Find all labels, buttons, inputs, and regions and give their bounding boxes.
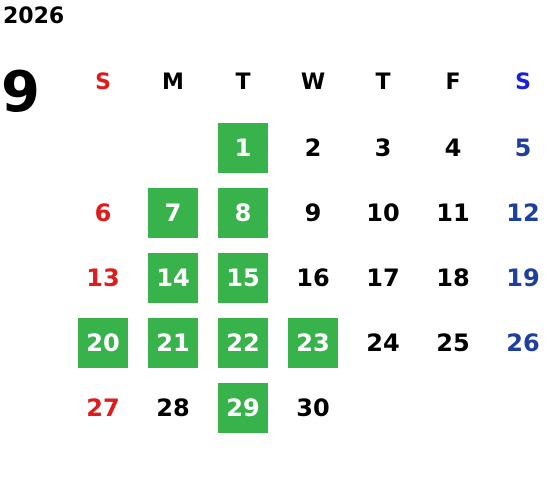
day-number: 13 <box>86 263 120 292</box>
weekday-header: W <box>300 70 326 95</box>
day-cell[interactable]: 13 <box>68 245 138 310</box>
day-cell-highlighted[interactable]: 29 <box>208 375 278 440</box>
day-number: 25 <box>436 328 470 357</box>
day-cell-highlighted[interactable]: 15 <box>208 245 278 310</box>
day-number: 30 <box>296 393 330 422</box>
day-cell[interactable]: 6 <box>68 180 138 245</box>
day-cell-highlighted[interactable]: 1 <box>208 115 278 180</box>
day-cell[interactable]: 25 <box>418 310 488 375</box>
day-number: 23 <box>288 317 338 368</box>
day-number: 6 <box>94 198 112 227</box>
day-number: 21 <box>148 317 198 368</box>
day-number: 29 <box>218 382 268 433</box>
day-cell[interactable]: 27 <box>68 375 138 440</box>
day-number: 4 <box>444 133 462 162</box>
day-cell-highlighted[interactable]: 20 <box>68 310 138 375</box>
day-number: 24 <box>366 328 400 357</box>
day-number: 1 <box>218 122 268 173</box>
day-number: 16 <box>296 263 330 292</box>
day-cell[interactable]: 4 <box>418 115 488 180</box>
day-number: 12 <box>506 198 540 227</box>
day-number: 10 <box>366 198 400 227</box>
year-label: 2026 <box>3 4 65 29</box>
empty-day-cell <box>68 115 138 180</box>
day-cell[interactable]: 17 <box>348 245 418 310</box>
day-number: 28 <box>156 393 190 422</box>
day-cell-highlighted[interactable]: 14 <box>138 245 208 310</box>
day-cell[interactable]: 30 <box>278 375 348 440</box>
day-cell[interactable]: 26 <box>488 310 548 375</box>
day-cell[interactable]: 16 <box>278 245 348 310</box>
day-number: 17 <box>366 263 400 292</box>
day-number: 2 <box>304 133 322 162</box>
day-number: 8 <box>218 187 268 238</box>
day-number: 20 <box>78 317 128 368</box>
day-number: 26 <box>506 328 540 357</box>
weekday-header: M <box>162 70 184 95</box>
day-cell-highlighted[interactable]: 8 <box>208 180 278 245</box>
weekday-header: F <box>445 70 461 95</box>
day-number: 27 <box>86 393 120 422</box>
day-cell[interactable]: 19 <box>488 245 548 310</box>
day-cell-highlighted[interactable]: 22 <box>208 310 278 375</box>
day-number: 19 <box>506 263 540 292</box>
day-cell[interactable]: 5 <box>488 115 548 180</box>
day-cell[interactable]: 10 <box>348 180 418 245</box>
day-cell[interactable]: 3 <box>348 115 418 180</box>
day-number: 11 <box>436 198 470 227</box>
day-cell[interactable]: 12 <box>488 180 548 245</box>
day-number: 18 <box>436 263 470 292</box>
day-cell[interactable]: 9 <box>278 180 348 245</box>
day-number: 5 <box>514 133 532 162</box>
weekday-header: S <box>95 70 111 95</box>
day-cell[interactable]: 2 <box>278 115 348 180</box>
weekday-header: S <box>515 70 531 95</box>
day-cell[interactable]: 24 <box>348 310 418 375</box>
day-number: 7 <box>148 187 198 238</box>
day-number: 15 <box>218 252 268 303</box>
day-cell[interactable]: 11 <box>418 180 488 245</box>
weekday-header: T <box>375 70 391 95</box>
day-cell[interactable]: 28 <box>138 375 208 440</box>
day-number: 22 <box>218 317 268 368</box>
day-number: 9 <box>304 198 322 227</box>
day-number: 3 <box>374 133 392 162</box>
day-cell-highlighted[interactable]: 21 <box>138 310 208 375</box>
day-cell-highlighted[interactable]: 23 <box>278 310 348 375</box>
day-cell-highlighted[interactable]: 7 <box>138 180 208 245</box>
day-cell[interactable]: 18 <box>418 245 488 310</box>
empty-day-cell <box>138 115 208 180</box>
weekday-header: T <box>235 70 251 95</box>
day-number: 14 <box>148 252 198 303</box>
month-number: 9 <box>1 60 40 125</box>
